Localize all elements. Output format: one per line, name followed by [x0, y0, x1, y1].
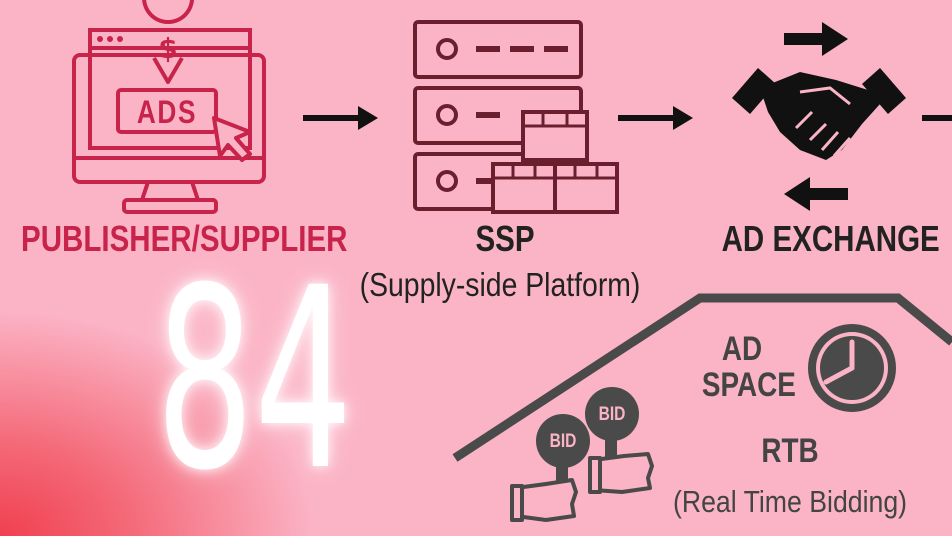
ad-space-line2: SPACE	[701, 366, 796, 404]
rtb-subtitle: (Real Time Bidding)	[672, 484, 908, 519]
big-number: 84	[155, 234, 353, 525]
bid-sign-1: BID	[549, 431, 577, 452]
publisher-label: PUBLISHER/SUPPLIER	[21, 218, 348, 259]
ads-box-text: ADS	[136, 94, 198, 130]
ssp-label: SSP	[475, 218, 535, 259]
ad-space-line1: AD	[721, 330, 763, 368]
rtb-label: RTB	[761, 432, 819, 470]
ssp-subtitle: (Supply-side Platform)	[359, 266, 641, 303]
bid-sign-2: BID	[598, 404, 626, 425]
ad-exchange-label: AD EXCHANGE	[721, 218, 940, 259]
